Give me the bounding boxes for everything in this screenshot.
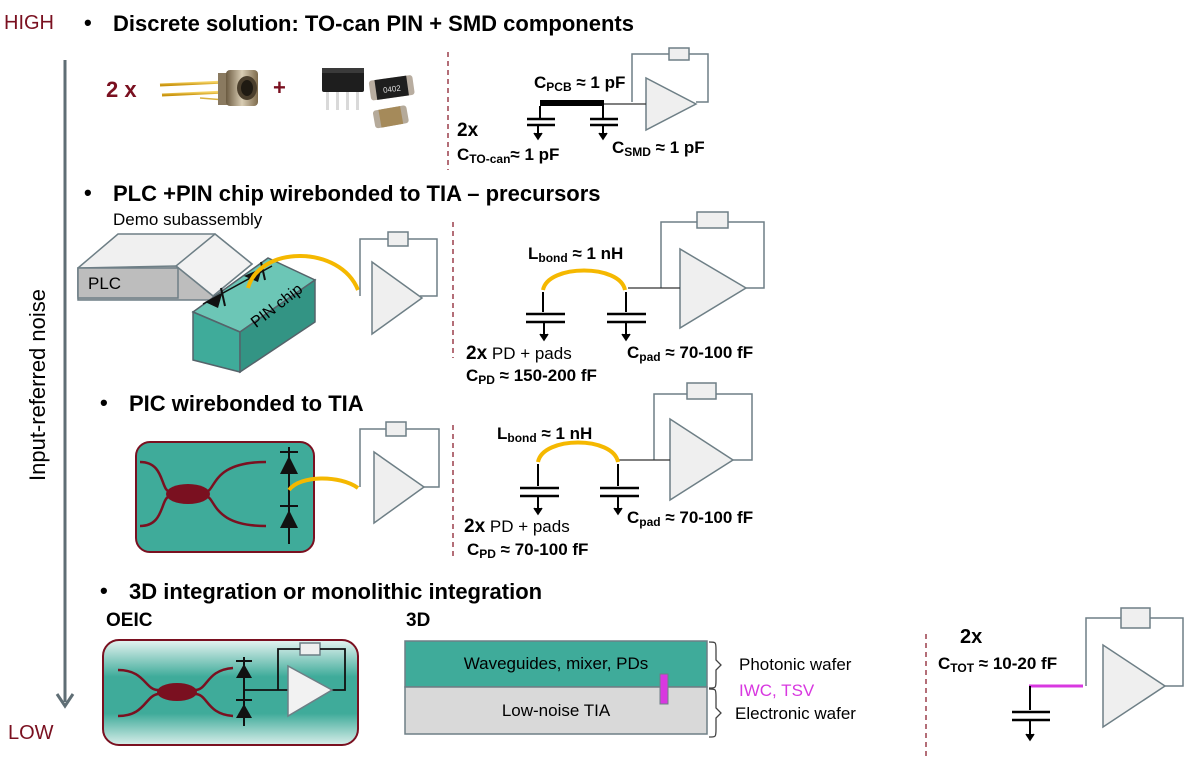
smd-marking: 0402 [382, 83, 401, 94]
3d-count: 2x [960, 626, 983, 648]
l-bond-label-pic: Lbond ≈ 1 nH [497, 424, 593, 445]
interconnect-label: IWC, TSV [739, 681, 815, 700]
c-smd-label: CSMD ≈ 1 pF [612, 138, 705, 159]
c-pd-label-plc: CPD ≈ 150-200 fF [466, 366, 597, 387]
bullet-3: • [100, 390, 108, 415]
c-pd-label-pic: CPD ≈ 70-100 fF [467, 540, 589, 561]
bullet-2: • [84, 180, 92, 205]
section-1-title: Discrete solution: TO-can PIN + SMD comp… [113, 11, 634, 36]
noise-high-label: HIGH [4, 12, 54, 34]
tia-symbol-pic [359, 421, 440, 525]
photonic-wafer-label: Photonic wafer [739, 655, 852, 674]
demo-subassembly-label: Demo subassembly [113, 210, 263, 229]
plc-label: PLC [88, 274, 122, 293]
noise-axis-arrowhead [55, 693, 75, 709]
to-can-photodiode-image [159, 70, 258, 106]
oeic-chip-illustration [102, 639, 359, 746]
multiplier-label: 2 x [106, 77, 137, 102]
c-tot-label: CTOT ≈ 10-20 fF [938, 654, 1058, 675]
noise-low-label: LOW [8, 722, 54, 744]
3d-stack-illustration [404, 640, 722, 738]
bond-wire-plc [246, 254, 360, 291]
bullet-1: • [84, 10, 92, 35]
c-pcb-label: CPCB ≈ 1 pF [534, 73, 626, 94]
3d-label: 3D [406, 610, 431, 631]
pd-pads-label-plc: 2x PD + pads [466, 343, 572, 364]
bullet-4: • [100, 578, 108, 603]
discrete-count: 2x [457, 120, 479, 141]
section-3-title: PIC wirebonded to TIA [129, 391, 364, 416]
noise-axis-title: Input-referred noise [25, 289, 50, 481]
c-pad-label-plc: Cpad ≈ 70-100 fF [627, 343, 754, 364]
plus-sign: + [273, 75, 286, 100]
plc-subassembly-illustration [77, 233, 254, 301]
pic-chip-illustration [135, 441, 315, 553]
tia-symbol-plc [359, 231, 438, 336]
c-pad-label-pic: Cpad ≈ 70-100 fF [627, 508, 754, 529]
circuit-pic [520, 382, 753, 516]
pin-chip-illustration [191, 257, 317, 374]
section-4-title: 3D integration or monolithic integration [129, 579, 543, 604]
electronic-layer-label: Low-noise TIA [501, 701, 611, 720]
circuit-3d [1012, 607, 1184, 742]
c-tocan-label: CTO-can≈ 1 pF [457, 145, 560, 166]
photonic-layer-label: Waveguides, mixer, PDs [463, 654, 649, 673]
oeic-label: OEIC [106, 610, 153, 631]
smd-components-image: 0402 [322, 68, 415, 129]
section-2-title: PLC +PIN chip wirebonded to TIA – precur… [113, 181, 601, 206]
bond-wire-pic [287, 476, 360, 492]
circuit-discrete [527, 47, 709, 141]
l-bond-label-plc: Lbond ≈ 1 nH [528, 244, 624, 265]
electronic-wafer-label: Electronic wafer [735, 704, 856, 723]
circuit-plc [526, 211, 765, 342]
pd-pads-label-pic: 2x PD + pads [464, 516, 570, 537]
